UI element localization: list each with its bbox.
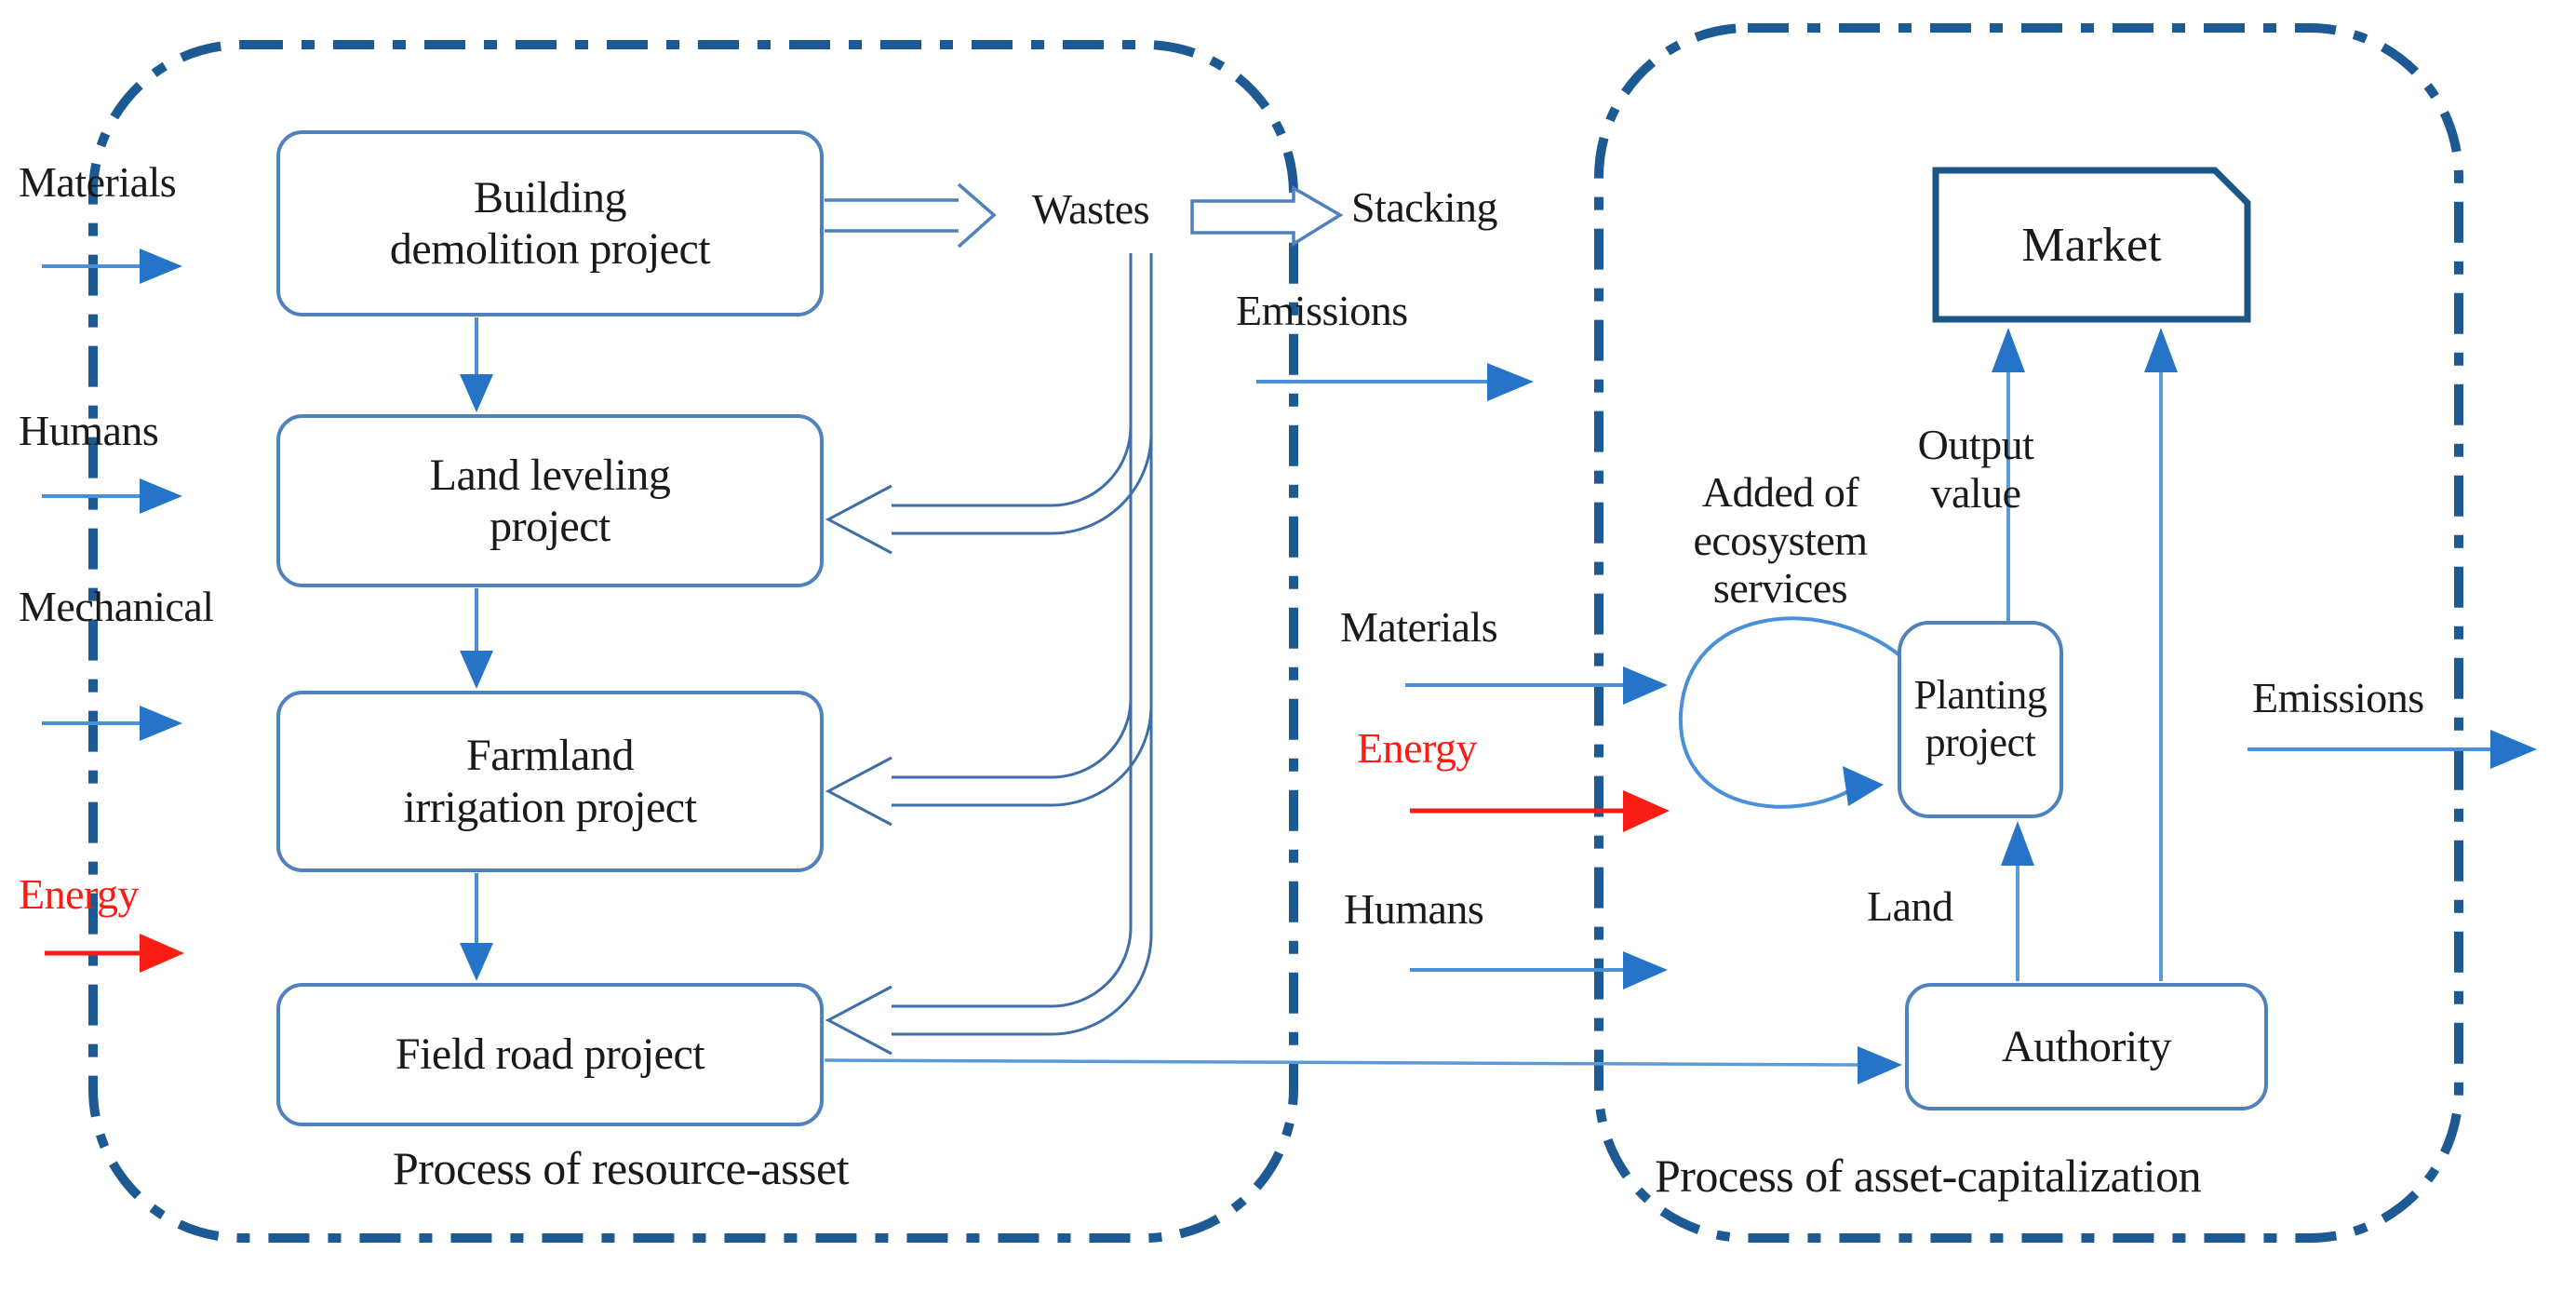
label-mechanical-left: Mechanical (19, 583, 214, 630)
node-building-demolition: Building demolition project (276, 130, 824, 316)
feedback-arrowhead-farmland (825, 756, 892, 827)
label-stacking: Stacking (1351, 183, 1497, 231)
label-humans-left: Humans (19, 407, 159, 454)
label-land: Land (1867, 882, 1953, 930)
humans-input-arrow (42, 478, 182, 514)
node-land-leveling: Land leveling project (276, 414, 824, 587)
label-output-value: Output value (1917, 421, 2034, 517)
wastes-feedback-pipe (825, 253, 1153, 1056)
label-added-ecosystem-services: Added of ecosystem services (1693, 468, 1868, 612)
humans-mid-arrow (1410, 951, 1668, 989)
feedback-arrowhead-landleveling (825, 484, 892, 555)
outputvalue-arrow (1992, 328, 2025, 621)
label-materials-mid: Materials (1340, 603, 1498, 651)
market-box-shape (1932, 167, 2251, 323)
landleveling-to-farmland-arrow (460, 588, 493, 689)
label-wastes: Wastes (1031, 185, 1150, 233)
node-farmland-irrigation: Farmland irrigation project (276, 691, 824, 872)
emissions-right-arrow (2247, 730, 2537, 769)
node-planting-project: Planting project (1898, 621, 2063, 818)
ecosystem-loop-curve (1678, 616, 1900, 809)
label-emissions-right: Emissions (2252, 674, 2424, 721)
authority-to-market-arrow (2144, 328, 2178, 981)
label-energy-mid: Energy (1357, 724, 1478, 772)
caption-asset-capitalization: Process of asset-capitalization (1655, 1150, 2202, 1202)
label-humans-mid: Humans (1344, 885, 1484, 933)
node-field-road: Field road project (276, 983, 824, 1126)
materials-mid-arrow (1405, 666, 1668, 705)
farmland-to-fieldroad-arrow (460, 873, 493, 981)
label-emissions-left: Emissions (1236, 287, 1408, 334)
mechanical-input-arrow (42, 706, 182, 741)
node-market: Market (2021, 218, 2162, 272)
node-authority: Authority (1905, 983, 2268, 1110)
caption-resource-asset: Process of resource-asset (393, 1142, 850, 1194)
right-region-border (1594, 23, 2463, 1243)
feedback-arrowhead-fieldroad (825, 985, 892, 1056)
emissions-left-arrow (1256, 363, 1534, 401)
left-region-border (88, 40, 1298, 1243)
energy-input-arrow (45, 934, 184, 973)
fieldroad-to-authority-arrow (824, 1046, 1902, 1084)
label-energy-left: Energy (19, 870, 140, 918)
label-materials-left: Materials (19, 158, 177, 206)
wastes-arrow (825, 182, 997, 249)
land-arrow (2001, 821, 2034, 981)
materials-input-arrow (42, 249, 182, 284)
energy-mid-arrow (1410, 790, 1670, 832)
stacking-block-arrow (1190, 184, 1344, 248)
building-to-landleveling-arrow (460, 317, 493, 412)
